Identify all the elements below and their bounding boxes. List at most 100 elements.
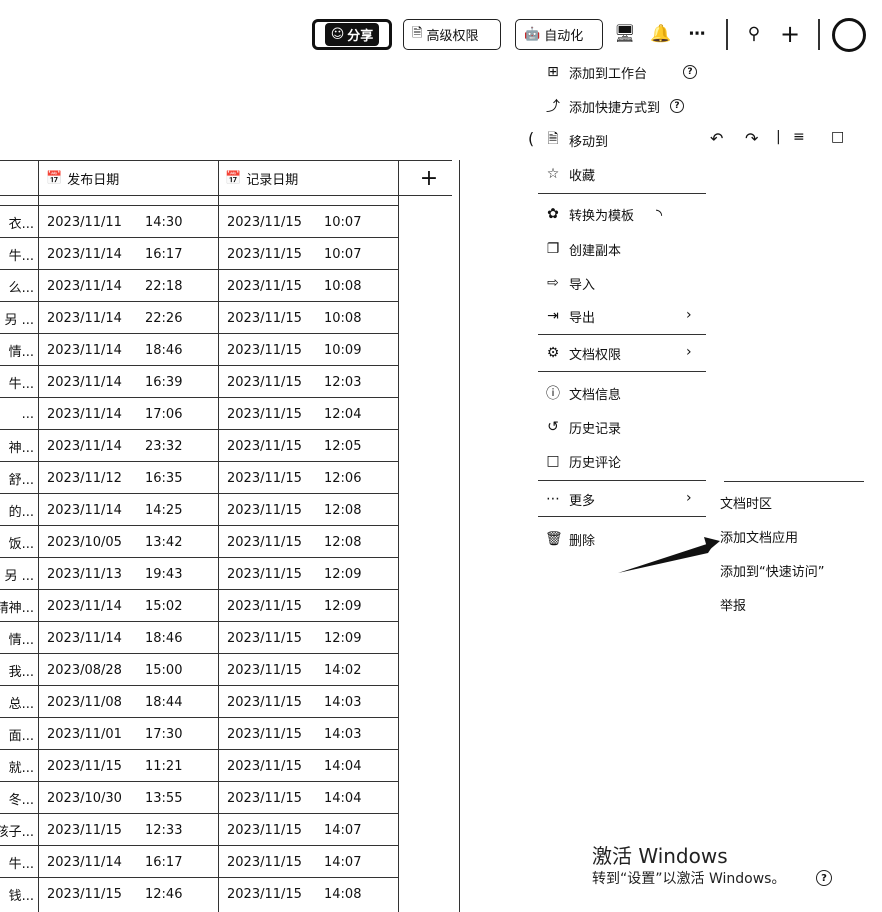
table-cell-pub-date[interactable]: 2023/10/05 <box>47 534 122 550</box>
table-cell-rec-date[interactable]: 2023/11/15 <box>227 758 302 774</box>
table-cell-title[interactable]: 孩子... <box>0 824 34 840</box>
table-cell-rec-time[interactable]: 10:07 <box>324 214 362 230</box>
table-cell-title[interactable]: 牛... <box>8 376 34 392</box>
table-cell-pub-date[interactable]: 2023/11/14 <box>47 502 122 518</box>
table-cell-pub-date[interactable]: 2023/11/12 <box>47 470 122 486</box>
menu-item-duplicate[interactable]: ❐ 创建副本 <box>545 235 621 263</box>
table-cell-pub-time[interactable]: 16:35 <box>145 470 183 486</box>
column-header-publish-date[interactable]: 📅 发布日期 <box>46 161 119 195</box>
table-cell-rec-date[interactable]: 2023/11/15 <box>227 246 302 262</box>
table-cell-rec-date[interactable]: 2023/11/15 <box>227 694 302 710</box>
table-cell-title[interactable]: 另 ... <box>4 312 34 328</box>
share-button[interactable]: ☺ 分享 <box>312 19 392 50</box>
table-cell-pub-time[interactable]: 19:43 <box>145 566 183 582</box>
table-cell-pub-date[interactable]: 2023/11/14 <box>47 278 122 294</box>
menu-item-move-to[interactable]: 🗎 移动到 <box>545 126 608 154</box>
table-cell-title[interactable]: 情... <box>8 344 34 360</box>
plus-icon[interactable]: + <box>779 20 801 48</box>
search-icon[interactable]: ⚲ <box>747 24 761 44</box>
table-cell-rec-date[interactable]: 2023/11/15 <box>227 214 302 230</box>
table-cell-rec-time[interactable]: 14:03 <box>324 726 362 742</box>
table-cell-title[interactable]: 牛... <box>8 856 34 872</box>
table-cell-pub-time[interactable]: 12:46 <box>145 886 183 902</box>
table-cell-pub-date[interactable]: 2023/08/28 <box>47 662 122 678</box>
add-column-button[interactable]: + <box>419 165 439 191</box>
table-cell-pub-time[interactable]: 16:39 <box>145 374 183 390</box>
table-cell-rec-time[interactable]: 10:08 <box>324 278 362 294</box>
table-cell-pub-time[interactable]: 15:02 <box>145 598 183 614</box>
table-cell-pub-time[interactable]: 17:30 <box>145 726 183 742</box>
table-cell-rec-time[interactable]: 12:08 <box>324 534 362 550</box>
table-cell-rec-date[interactable]: 2023/11/15 <box>227 630 302 646</box>
table-cell-pub-date[interactable]: 2023/10/30 <box>47 790 122 806</box>
table-cell-pub-time[interactable]: 13:55 <box>145 790 183 806</box>
undo-icon[interactable]: ↶ <box>710 129 724 148</box>
table-cell-pub-date[interactable]: 2023/11/14 <box>47 374 122 390</box>
table-cell-title[interactable]: 么... <box>8 280 34 296</box>
table-cell-rec-time[interactable]: 12:06 <box>324 470 362 486</box>
find-replace-icon[interactable]: ≡ <box>793 129 805 145</box>
table-cell-rec-time[interactable]: 14:03 <box>324 694 362 710</box>
table-cell-rec-date[interactable]: 2023/11/15 <box>227 822 302 838</box>
table-cell-pub-date[interactable]: 2023/11/15 <box>47 886 122 902</box>
table-cell-pub-time[interactable]: 18:46 <box>145 630 183 646</box>
table-cell-rec-date[interactable]: 2023/11/15 <box>227 534 302 550</box>
table-cell-pub-date[interactable]: 2023/11/15 <box>47 758 122 774</box>
table-cell-pub-time[interactable]: 23:32 <box>145 438 183 454</box>
presentation-icon[interactable]: 🖥 <box>614 24 636 44</box>
table-cell-title[interactable]: 面... <box>8 728 34 744</box>
table-cell-title[interactable]: ... <box>21 406 34 422</box>
help-icon[interactable]: ? <box>816 870 832 886</box>
menu-item-doc-permission[interactable]: ⚙ 文档权限 <box>545 339 621 367</box>
table-cell-title[interactable]: 的... <box>8 504 34 520</box>
table-cell-pub-date[interactable]: 2023/11/14 <box>47 630 122 646</box>
table-cell-rec-date[interactable]: 2023/11/15 <box>227 470 302 486</box>
table-cell-rec-time[interactable]: 12:05 <box>324 438 362 454</box>
table-cell-rec-date[interactable]: 2023/11/15 <box>227 790 302 806</box>
column-header-record-date[interactable]: 📅 记录日期 <box>225 161 298 195</box>
table-cell-rec-time[interactable]: 10:09 <box>324 342 362 358</box>
table-cell-rec-date[interactable]: 2023/11/15 <box>227 406 302 422</box>
menu-item-more[interactable]: ⋯ 更多 <box>545 485 595 513</box>
menu-item-doc-info[interactable]: ⓘ 文档信息 <box>545 379 621 407</box>
table-cell-title[interactable]: 牛... <box>8 248 34 264</box>
table-cell-title[interactable]: 钱... <box>8 888 34 904</box>
submenu-item-add-doc-app[interactable]: 添加文档应用 <box>720 531 799 546</box>
menu-item-add-shortcut[interactable]: ⤴ 添加快捷方式到 ? <box>545 92 685 120</box>
table-cell-pub-date[interactable]: 2023/11/14 <box>47 310 122 326</box>
table-cell-pub-time[interactable]: 14:30 <box>145 214 183 230</box>
menu-item-favorite[interactable]: ☆ 收藏 <box>545 160 595 188</box>
table-cell-rec-date[interactable]: 2023/11/15 <box>227 598 302 614</box>
table-cell-title[interactable]: 冬... <box>8 792 34 808</box>
menu-item-import[interactable]: ⇨ 导入 <box>545 269 595 297</box>
table-cell-rec-date[interactable]: 2023/11/15 <box>227 502 302 518</box>
help-icon[interactable]: ? <box>683 65 698 79</box>
table-cell-pub-date[interactable]: 2023/11/14 <box>47 438 122 454</box>
table-cell-rec-date[interactable]: 2023/11/15 <box>227 278 302 294</box>
avatar[interactable] <box>832 18 866 52</box>
table-cell-rec-time[interactable]: 12:09 <box>324 630 362 646</box>
menu-item-convert-template[interactable]: ✿ 转换为模板 ◝ <box>545 200 662 228</box>
table-cell-pub-time[interactable]: 16:17 <box>145 246 183 262</box>
table-cell-pub-date[interactable]: 2023/11/14 <box>47 854 122 870</box>
table-cell-pub-time[interactable]: 22:26 <box>145 310 183 326</box>
table-cell-pub-time[interactable]: 14:25 <box>145 502 183 518</box>
table-cell-title[interactable]: 总... <box>8 696 34 712</box>
table-cell-pub-time[interactable]: 16:17 <box>145 854 183 870</box>
menu-item-delete[interactable]: 🗑 删除 <box>545 525 595 553</box>
table-cell-pub-date[interactable]: 2023/11/15 <box>47 822 122 838</box>
